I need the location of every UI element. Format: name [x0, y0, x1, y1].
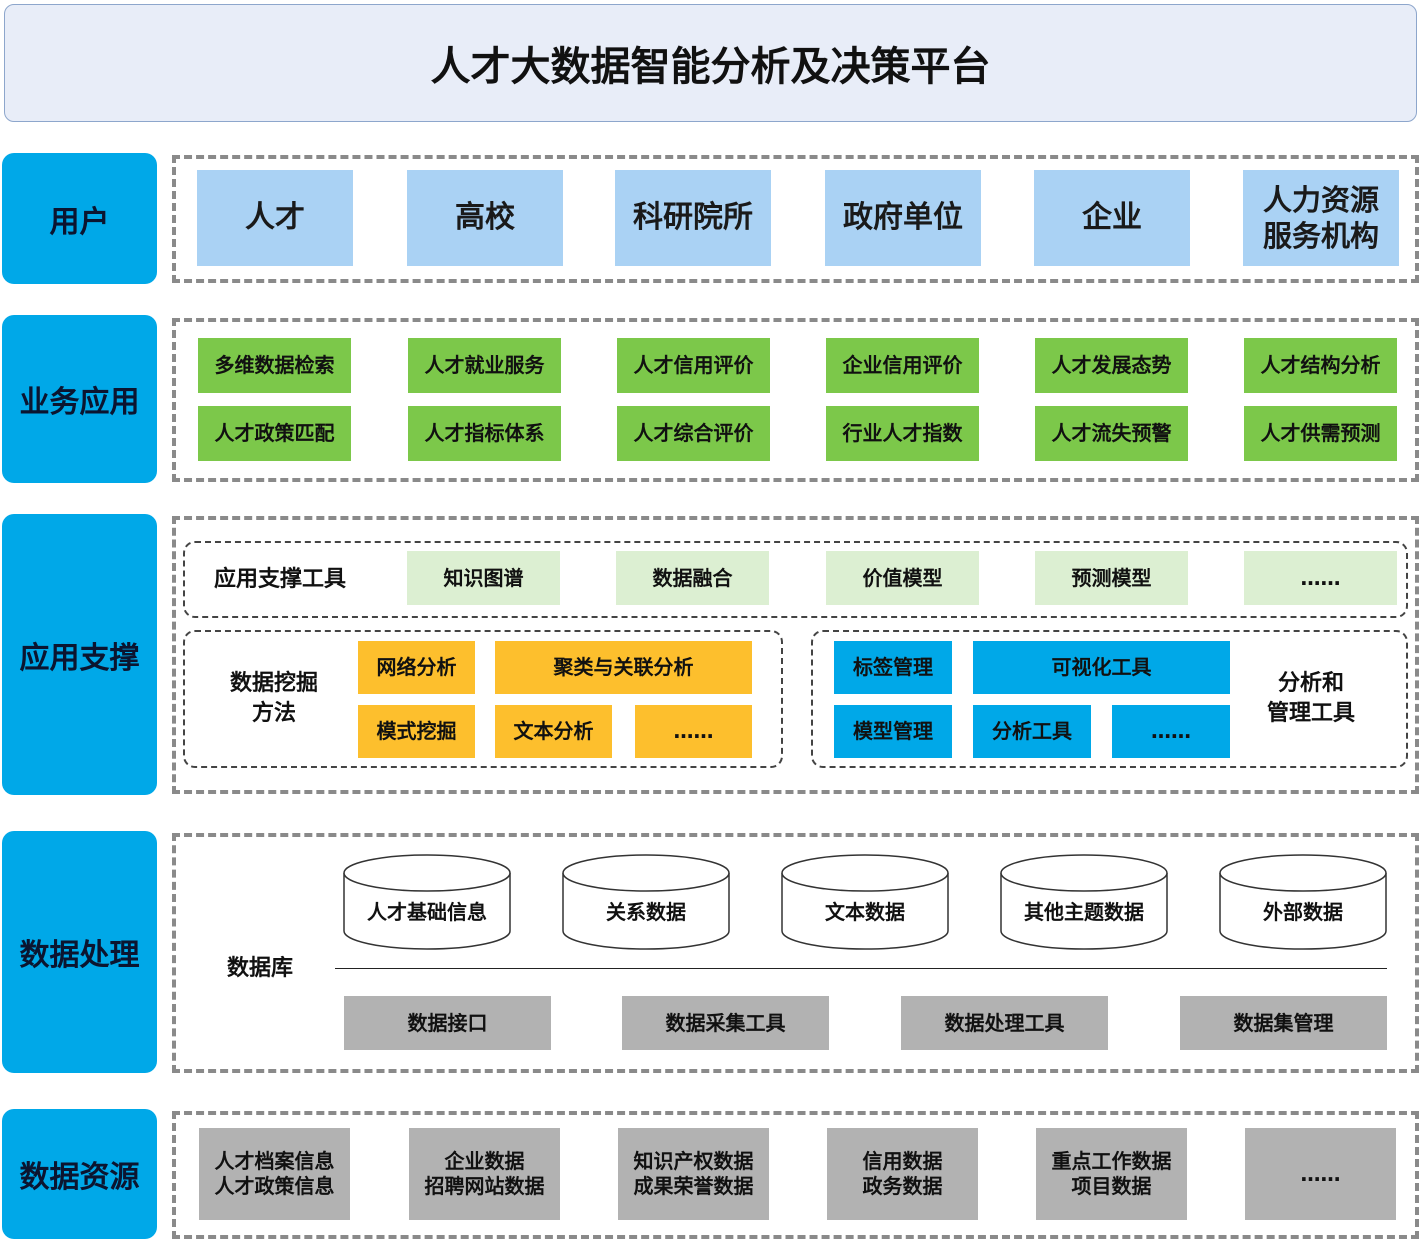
business-frame	[172, 318, 1419, 482]
mgmt-frame	[811, 630, 1408, 768]
mining-method: 模式挖掘	[358, 705, 475, 758]
mining-method: 聚类与关联分析	[495, 641, 752, 694]
database-cylinder: 其他主题数据	[1000, 854, 1168, 950]
processing-frame	[172, 833, 1419, 1073]
mining-method-more: ……	[635, 705, 752, 758]
database-cylinder: 关系数据	[562, 854, 730, 950]
mgmt-label: 分析和 管理工具	[1266, 671, 1355, 726]
mining-method: 网络分析	[358, 641, 475, 694]
biz-item: 企业信用评价	[826, 338, 979, 393]
mgmt-tool: 分析工具	[973, 705, 1091, 758]
support-tools-frame	[183, 541, 1408, 618]
user-talent: 人才	[197, 170, 353, 266]
support-tool: 知识图谱	[407, 551, 560, 605]
biz-item: 人才综合评价	[617, 406, 770, 461]
platform-title: 人才大数据智能分析及决策平台	[4, 4, 1417, 122]
database-cylinder: 外部数据	[1219, 854, 1387, 950]
support-tool-more: ……	[1244, 551, 1397, 605]
biz-item: 人才就业服务	[408, 338, 561, 393]
support-tool: 预测模型	[1035, 551, 1188, 605]
biz-item: 人才流失预警	[1035, 406, 1188, 461]
database-label: 关系数据	[606, 900, 686, 924]
resources-frame	[172, 1111, 1419, 1239]
biz-item: 人才供需预测	[1244, 406, 1397, 461]
layer-label-users: 用户	[2, 153, 157, 284]
support-tool: 价值模型	[826, 551, 979, 605]
database-label: 其他主题数据	[1024, 900, 1144, 924]
mgmt-tool: 模型管理	[834, 705, 952, 758]
user-government: 政府单位	[825, 170, 981, 266]
biz-item: 人才政策匹配	[198, 406, 351, 461]
mining-method: 文本分析	[495, 705, 612, 758]
resource-item: 信用数据 政务数据	[827, 1128, 978, 1220]
user-hr-service-agency: 人力资源 服务机构	[1243, 170, 1399, 266]
mgmt-tool: 可视化工具	[973, 641, 1230, 694]
database-cylinder: 文本数据	[781, 854, 949, 950]
user-university: 高校	[407, 170, 563, 266]
processing-tool: 数据处理工具	[901, 996, 1108, 1050]
biz-item: 人才发展态势	[1035, 338, 1188, 393]
mgmt-tool-more: ……	[1112, 705, 1230, 758]
support-tools-label: 应用支撑工具	[213, 566, 346, 592]
database-label: 文本数据	[825, 900, 905, 924]
database-divider-line	[335, 968, 1387, 969]
resource-item: 人才档案信息 人才政策信息	[199, 1128, 350, 1220]
database-label-main: 数据库	[226, 956, 293, 982]
biz-item: 人才结构分析	[1244, 338, 1397, 393]
layer-label-support: 应用支撑	[2, 514, 157, 795]
database-label: 人才基础信息	[367, 900, 487, 924]
layer-label-business: 业务应用	[2, 315, 157, 483]
resource-item: 重点工作数据 项目数据	[1036, 1128, 1187, 1220]
user-research-institute: 科研院所	[615, 170, 771, 266]
processing-tool: 数据采集工具	[622, 996, 829, 1050]
resource-item: 知识产权数据 成果荣誉数据	[618, 1128, 769, 1220]
resource-item: 企业数据 招聘网站数据	[409, 1128, 560, 1220]
processing-tool: 数据接口	[344, 996, 551, 1050]
database-label: 外部数据	[1263, 900, 1343, 924]
support-tool: 数据融合	[616, 551, 769, 605]
biz-item: 多维数据检索	[198, 338, 351, 393]
mining-frame	[183, 630, 783, 768]
processing-tool: 数据集管理	[1180, 996, 1387, 1050]
database-cylinders: 人才基础信息 关系数据 文本数据 其他主题数据 外部数据	[343, 854, 1387, 950]
layer-label-resources: 数据资源	[2, 1109, 157, 1239]
database-cylinder: 人才基础信息	[343, 854, 511, 950]
resource-item-more: ……	[1245, 1128, 1396, 1220]
biz-item: 人才信用评价	[617, 338, 770, 393]
users-frame	[172, 155, 1419, 283]
support-frame	[172, 516, 1419, 794]
layer-label-processing: 数据处理	[2, 831, 157, 1073]
biz-item: 行业人才指数	[826, 406, 979, 461]
user-enterprise: 企业	[1034, 170, 1190, 266]
mining-label: 数据挖掘 方法	[229, 671, 318, 726]
biz-item: 人才指标体系	[408, 406, 561, 461]
mgmt-tool: 标签管理	[834, 641, 952, 694]
